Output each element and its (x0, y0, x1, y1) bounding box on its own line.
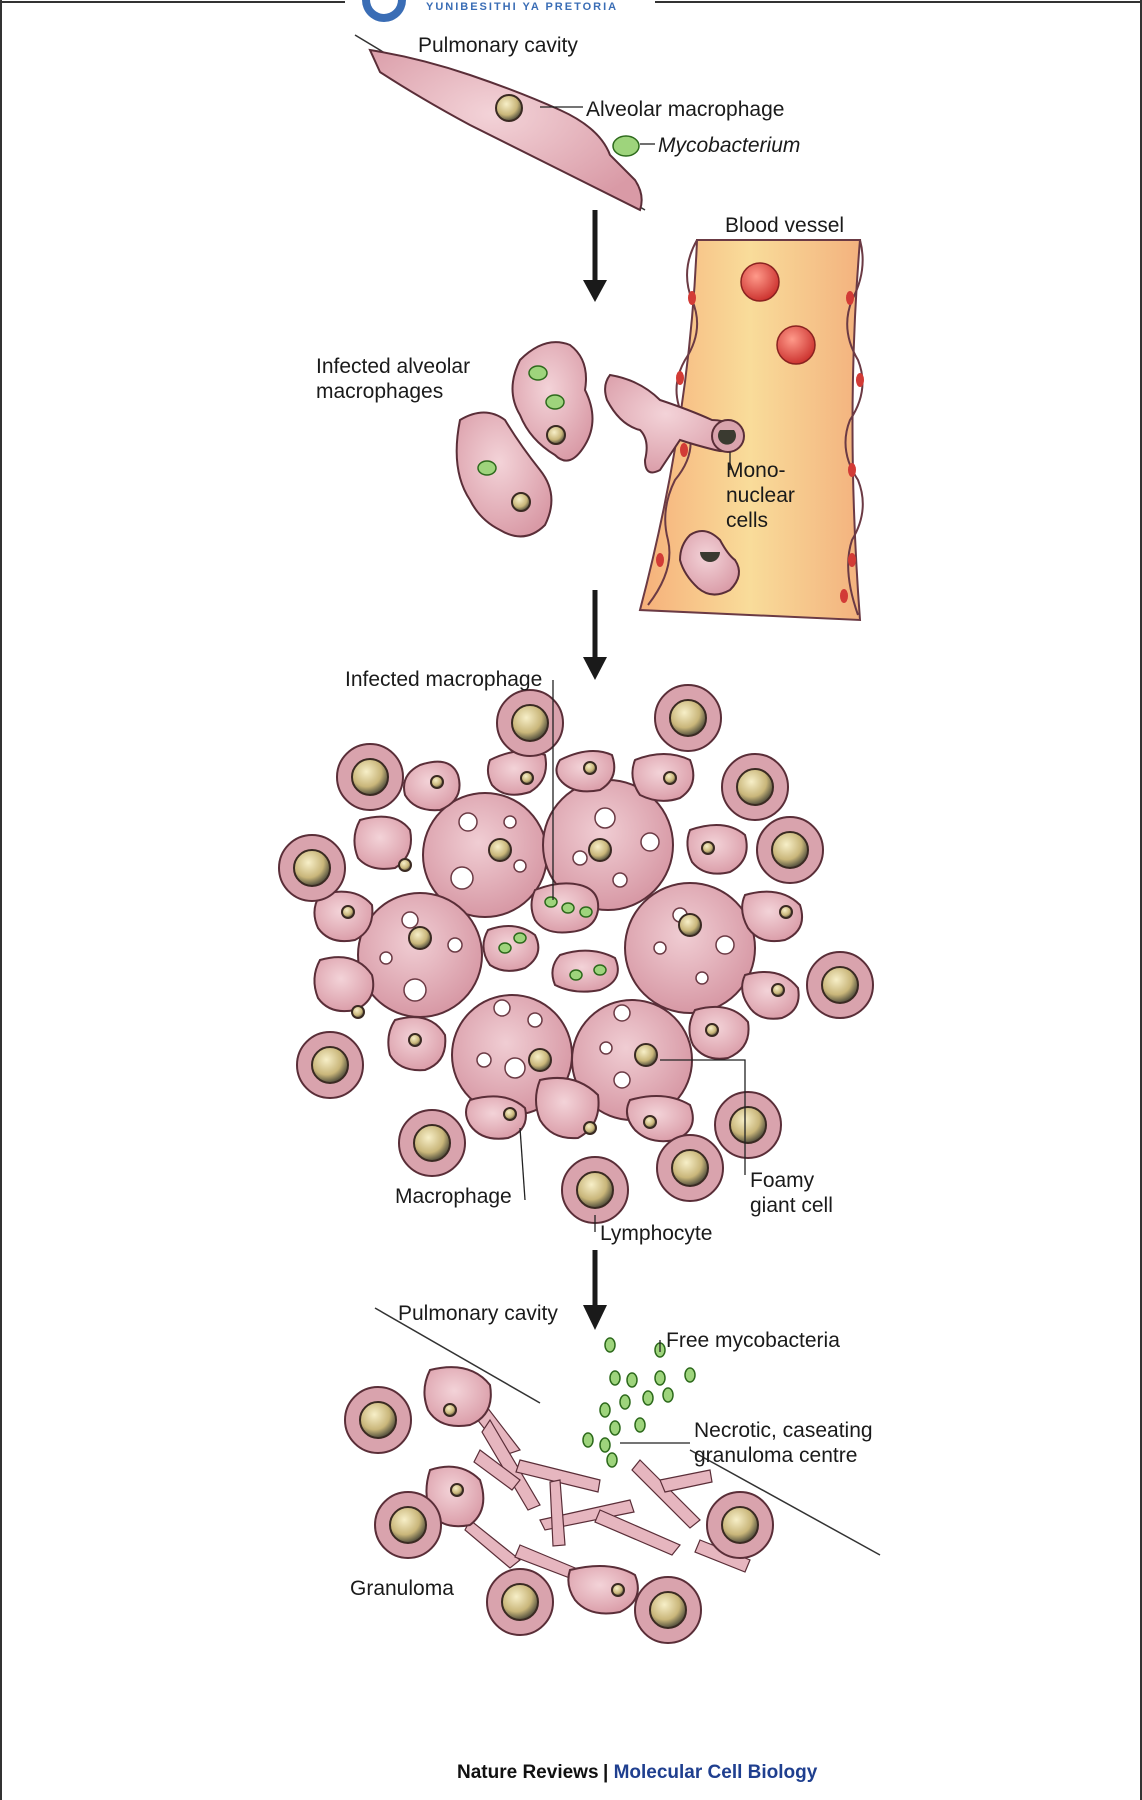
bacterium (529, 366, 547, 380)
lymphocyte (707, 1492, 773, 1558)
lymphocyte (757, 817, 823, 883)
lymphocyte (715, 1092, 781, 1158)
macrophage (556, 751, 614, 791)
macrophage-nucleus (547, 426, 565, 444)
macrophage (687, 825, 746, 874)
label-pulmonary-cavity-top: Pulmonary cavity (418, 34, 578, 57)
macrophage (488, 751, 546, 795)
lymphocyte (375, 1492, 441, 1558)
bacterium (478, 461, 496, 475)
stage-1-alveolar: Pulmonary cavity Alveolar macrophage Myc… (355, 34, 800, 210)
leader-macrophage (520, 1128, 525, 1200)
lymphocyte (399, 1110, 465, 1176)
university-crest-icon (362, 0, 406, 22)
arrow-2 (583, 590, 607, 680)
macrophage (424, 1367, 490, 1426)
credit-section: Molecular Cell Biology (614, 1762, 818, 1783)
credit-journal: Nature Reviews (457, 1762, 599, 1783)
macrophage-nucleus (512, 493, 530, 511)
infected-macrophage-centre (532, 883, 599, 932)
label-lymphocyte: Lymphocyte (600, 1222, 712, 1245)
label-pulmonary-cavity-bottom: Pulmonary cavity (398, 1302, 558, 1325)
label-infected-alveolar-2: macrophages (316, 380, 443, 403)
macrophage (689, 1007, 748, 1059)
lymphocyte (297, 1032, 363, 1098)
label-foamy-2: giant cell (750, 1194, 833, 1217)
university-logo: YUNIBESITHI YA PRETORIA (362, 0, 618, 22)
infected-macrophage-centre (483, 926, 538, 971)
label-free-mycobacteria: Free mycobacteria (666, 1329, 840, 1352)
label-mononuclear-3: cells (726, 509, 768, 532)
macrophage (627, 1096, 693, 1141)
red-blood-cell-2 (777, 326, 815, 364)
label-mycobacterium: Mycobacterium (658, 134, 800, 157)
label-macrophage: Macrophage (395, 1185, 512, 1208)
macrophage (568, 1566, 638, 1614)
stage-2-recruitment: Blood vessel Infected alveolar macrophag… (316, 214, 864, 620)
foamy-giant-cell (358, 893, 482, 1017)
label-mononuclear-2: nuclear (726, 484, 795, 507)
lymphocyte (337, 744, 403, 810)
label-mononuclear-1: Mono- (726, 459, 786, 482)
lymphocyte (562, 1157, 628, 1223)
label-alveolar-macrophage: Alveolar macrophage (586, 98, 784, 121)
label-infected-alveolar-1: Infected alveolar (316, 355, 470, 378)
arrow-1 (583, 210, 607, 302)
bacterium (546, 395, 564, 409)
lymphocyte (722, 754, 788, 820)
infected-macrophage-centre (552, 951, 617, 992)
alveolar-macrophage-nucleus (496, 95, 522, 121)
label-infected-macrophage: Infected macrophage (345, 668, 542, 691)
label-foamy-1: Foamy (750, 1169, 815, 1192)
macrophage (742, 972, 799, 1019)
credit-separator: | (603, 1762, 614, 1783)
mycobacterium (613, 136, 639, 156)
macrophage (404, 762, 460, 811)
red-blood-cell-1 (741, 263, 779, 301)
label-granuloma: Granuloma (350, 1577, 454, 1600)
alveolar-macrophage (370, 50, 642, 210)
macrophage (466, 1096, 526, 1138)
macrophage (354, 817, 411, 871)
lymphocyte (655, 685, 721, 751)
arrow-3 (583, 1250, 607, 1330)
credit-line: Nature Reviews | Molecular Cell Biology (457, 1762, 818, 1783)
macrophage (536, 1078, 599, 1138)
svg-text:Nature Reviews |: Nature Reviews | Molecular Cell Biology (457, 1762, 818, 1783)
label-necrotic-1: Necrotic, caseating (694, 1419, 873, 1442)
foamy-giant-cell (625, 883, 755, 1013)
free-mycobacteria (583, 1338, 695, 1467)
stage-3-granuloma: Infected macrophage Foamy giant cell Mac… (279, 668, 873, 1245)
logo-text: YUNIBESITHI YA PRETORIA (426, 1, 618, 13)
lymphocyte (635, 1577, 701, 1643)
macrophage (632, 754, 693, 801)
lymphocyte (345, 1387, 411, 1453)
macrophage (388, 1017, 445, 1070)
lymphocyte (807, 952, 873, 1018)
macrophage (314, 957, 373, 1018)
stage-4-caseation: Pulmonary cavity Free mycobacteria Necro… (345, 1302, 880, 1643)
label-necrotic-2: granuloma centre (694, 1444, 857, 1467)
label-blood-vessel: Blood vessel (725, 214, 844, 237)
lymphocyte (279, 835, 345, 901)
lymphocyte (487, 1569, 553, 1635)
lymphocyte (657, 1135, 723, 1201)
